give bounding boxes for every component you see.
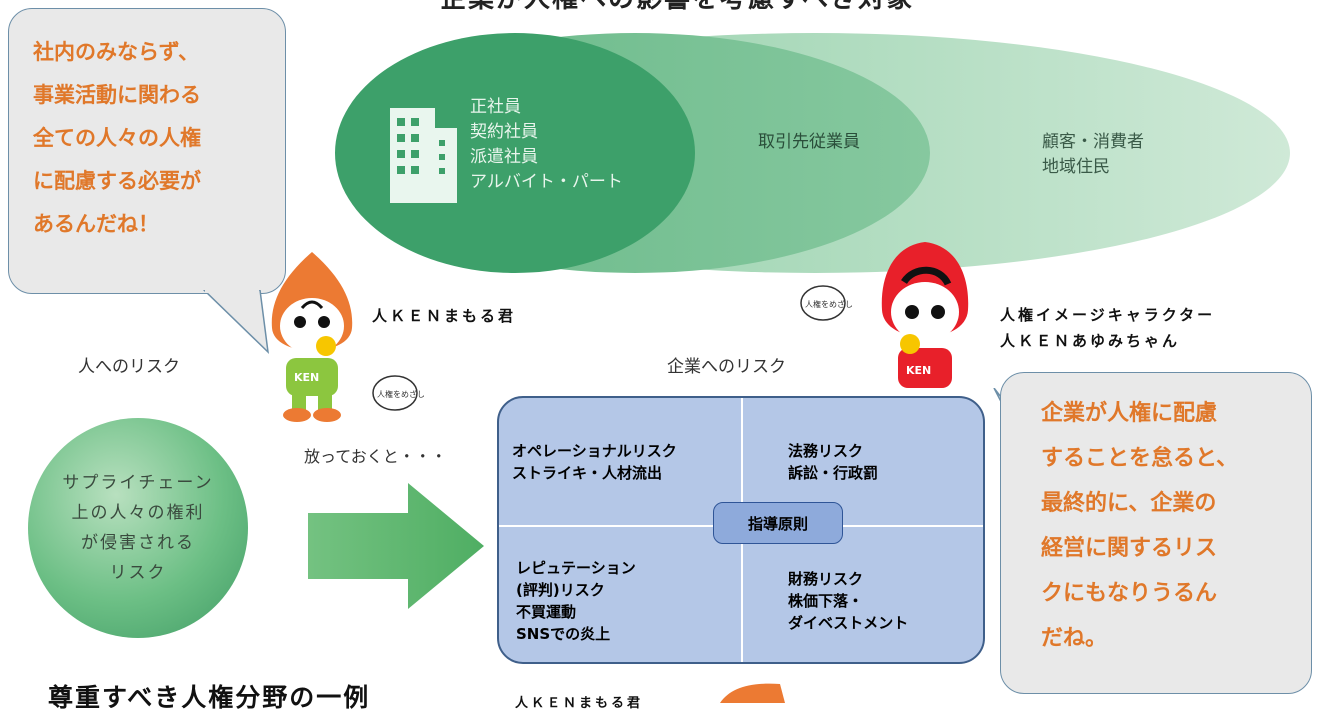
inner-ellipse: [335, 33, 695, 273]
guiding-principles-badge: 指導原則: [713, 502, 843, 544]
section-title-bottom: 尊重すべき人権分野の一例: [48, 683, 371, 712]
people-risk-circle: サプライチェーン 上の人々の権利 が侵害される リスク: [28, 418, 248, 638]
stamp-icon-right: 人権をめざして: [800, 285, 852, 321]
building-icon: [390, 108, 457, 203]
people-risk-heading: 人へのリスク: [78, 357, 180, 377]
ayumi-character: KEN: [881, 242, 969, 415]
operational-risk: オペレーショナルリスク ストライキ・人材流出: [512, 442, 677, 482]
ayumi-shirt-text: KEN: [906, 364, 931, 377]
ayumi-label: 人権イメージキャラクター 人ＫＥＮあゆみちゃん: [1000, 306, 1216, 350]
outer-scope-label: 顧客・消費者 地域住民: [1042, 132, 1144, 177]
stamp-text-right: 人権をめざして: [805, 299, 852, 309]
page-title: 企業が人権への影響を考慮すべき対象: [440, 0, 1140, 15]
stamp-icon-left: 人権をめざして: [372, 375, 424, 411]
right-arrow-icon: [308, 483, 484, 609]
inner-scope-label: 正社員 契約社員 派遣社員 アルバイト・パート: [470, 97, 623, 192]
stakeholder-scope-diagram: [335, 28, 1321, 278]
financial-risk: 財務リスク 株価下落・ ダイベストメント: [788, 570, 909, 632]
arrow-label: 放っておくと・・・: [304, 447, 447, 466]
mamoru-character-partial: [720, 683, 785, 703]
speech-bubble-left: 社内のみならず、 事業活動に関わる 全ての人々の人権 に配慮する必要が あるんだ…: [8, 8, 286, 294]
mamoru-label-bottom: 人ＫＥＮまもる君: [515, 696, 644, 711]
legal-risk: 法務リスク 訴訟・行政罰: [788, 442, 879, 482]
stamp-text-left: 人権をめざして: [377, 389, 424, 399]
mamoru-shirt-text: KEN: [294, 371, 319, 384]
mamoru-character: KEN: [271, 252, 353, 422]
bubble-tail-left: [202, 290, 270, 355]
mamoru-label: 人ＫＥＮまもる君: [372, 307, 517, 325]
middle-scope-label: 取引先従業員: [758, 132, 860, 152]
company-risk-heading: 企業へのリスク: [667, 357, 786, 377]
speech-bubble-right: 企業が人権に配慮 することを怠ると、 最終的に、企業の 経営に関するリス クにも…: [1000, 372, 1312, 694]
reputation-risk: レピュテーション (評判)リスク 不買運動 SNSでの炎上: [516, 559, 636, 643]
